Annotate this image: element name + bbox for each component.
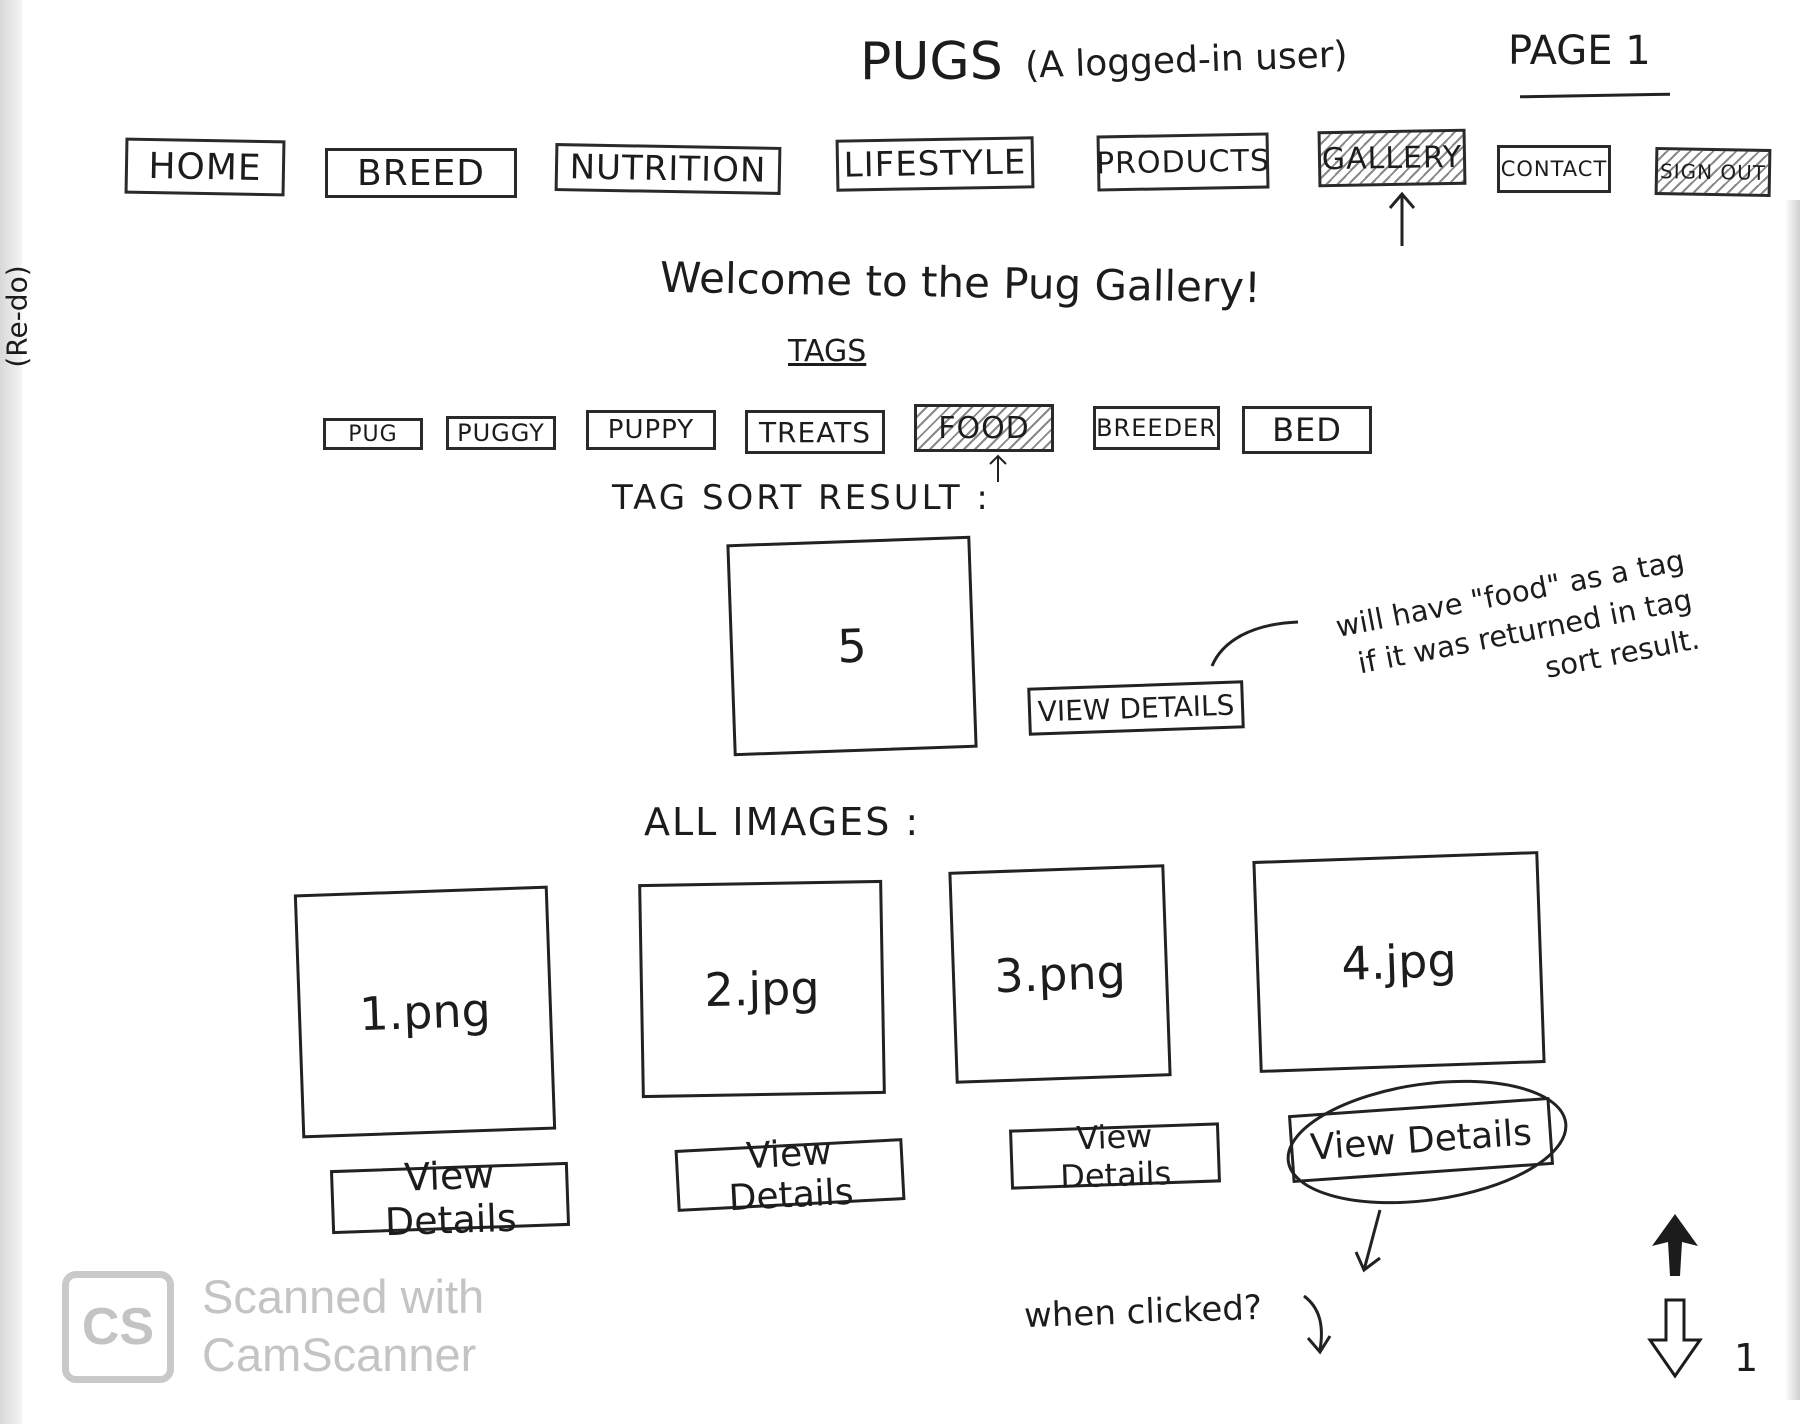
image-card-4[interactable]: 4.jpg <box>1252 851 1546 1073</box>
tag-breeder[interactable]: BREEDER <box>1093 406 1220 450</box>
camscanner-logo-icon: CS <box>62 1271 174 1383</box>
app-title: PUGS <box>860 32 1003 92</box>
watermark-line-2: CamScanner <box>202 1328 477 1381</box>
scan-edge-right <box>1786 200 1800 1400</box>
nav-contact[interactable]: CONTACT <box>1497 145 1611 193</box>
image-card-1[interactable]: 1.png <box>293 885 557 1139</box>
scan-edge-left <box>0 0 22 1424</box>
view-details-button-2[interactable]: View Details <box>674 1132 906 1219</box>
app-subtitle: (A logged-in user) <box>1024 34 1349 87</box>
tag-puggy[interactable]: PUGGY <box>446 416 556 450</box>
tag-sort-heading: TAG SORT RESULT : <box>612 478 991 518</box>
result-image-label: 5 <box>836 618 868 674</box>
image-name-3: 3.png <box>993 944 1127 1004</box>
image-name-2: 2.jpg <box>703 961 820 1018</box>
scroll-down-arrow-icon[interactable] <box>1646 1296 1704 1380</box>
tag-treats[interactable]: TREATS <box>745 410 885 454</box>
down-arrow-icon <box>1303 1294 1332 1355</box>
up-arrow-icon <box>989 454 1007 482</box>
annotation-connector <box>1210 620 1299 667</box>
image-name-1: 1.png <box>358 982 492 1042</box>
result-image-card[interactable]: 5 <box>726 535 978 757</box>
tag-food[interactable]: FOOD <box>914 404 1054 452</box>
click-note: when clicked? <box>1023 1287 1263 1337</box>
nav-lifestyle[interactable]: LIFESTYLE <box>835 136 1035 192</box>
image-name-4: 4.jpg <box>1340 933 1458 991</box>
welcome-heading: Welcome to the Pug Gallery! <box>659 252 1262 313</box>
tags-heading: TAGS <box>788 334 867 369</box>
side-note: (Re-do) <box>0 265 34 368</box>
scroll-up-arrow-icon[interactable] <box>1648 1210 1702 1280</box>
page-number: 1 <box>1734 1336 1759 1380</box>
page-label-underline <box>1519 92 1671 99</box>
all-images-heading: ALL IMAGES : <box>644 800 921 844</box>
up-arrow-icon <box>1388 191 1416 246</box>
result-view-details-button[interactable]: VIEW DETAILS <box>1027 680 1245 736</box>
nav-home[interactable]: HOME <box>124 137 286 197</box>
view-details-button-1[interactable]: View Details <box>329 1152 571 1244</box>
page-label: PAGE 1 <box>1508 28 1651 74</box>
down-arrow-icon <box>1354 1209 1382 1273</box>
nav-breed[interactable]: BREED <box>325 148 517 198</box>
image-card-2[interactable]: 2.jpg <box>638 879 886 1099</box>
nav-gallery[interactable]: GALLERY <box>1317 128 1467 188</box>
view-details-button-3[interactable]: View Details <box>1009 1117 1221 1196</box>
tag-bed[interactable]: BED <box>1242 406 1372 454</box>
nav-sign-out[interactable]: SIGN OUT <box>1654 146 1772 198</box>
nav-products[interactable]: PRODUCTS <box>1096 132 1270 192</box>
nav-nutrition[interactable]: NUTRITION <box>554 143 782 195</box>
image-card-3[interactable]: 3.png <box>948 864 1172 1084</box>
highlight-circle <box>1286 1079 1568 1205</box>
watermark-line-1: Scanned with <box>202 1270 485 1323</box>
tag-pug[interactable]: PUG <box>323 418 423 450</box>
tag-puppy[interactable]: PUPPY <box>586 410 716 450</box>
result-annotation: will have "food" as a tag if it was retu… <box>1332 542 1703 685</box>
